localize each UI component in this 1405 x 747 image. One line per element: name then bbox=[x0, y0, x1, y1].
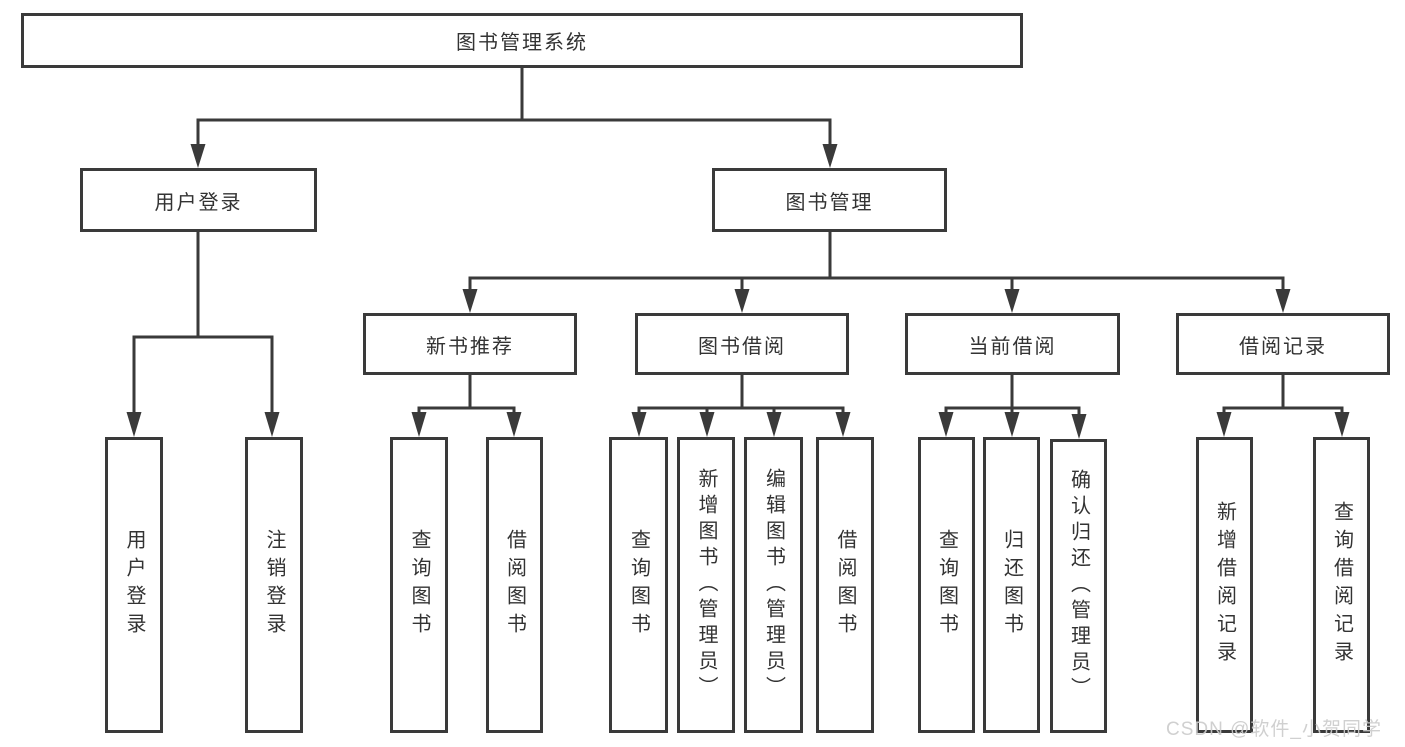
node-book-borrowing: 图书借阅 bbox=[635, 313, 849, 375]
leaf-query-books-recommend-label: 查询图书 bbox=[408, 529, 430, 641]
leaf-edit-books-admin: 编辑图书（管理员） bbox=[744, 437, 803, 733]
leaf-query-borrow-record: 查询借阅记录 bbox=[1313, 437, 1370, 733]
leaf-confirm-return-admin: 确认归还（管理员） bbox=[1050, 439, 1107, 733]
leaf-add-borrow-record-label: 新增借阅记录 bbox=[1213, 501, 1236, 669]
leaf-add-books-admin: 新增图书（管理员） bbox=[677, 437, 735, 733]
node-root-system: 图书管理系统 bbox=[21, 13, 1023, 68]
node-new-book-recommend-label: 新书推荐 bbox=[426, 335, 514, 358]
leaf-borrow-books: 借阅图书 bbox=[816, 437, 874, 733]
leaf-logout-label: 注销登录 bbox=[263, 529, 285, 641]
node-borrowing-records-label: 借阅记录 bbox=[1239, 335, 1327, 358]
leaf-return-books-label: 归还图书 bbox=[1000, 529, 1023, 641]
leaf-query-books-borrowing-label: 查询图书 bbox=[627, 529, 650, 641]
node-borrowing-records: 借阅记录 bbox=[1176, 313, 1390, 375]
node-current-borrowing-label: 当前借阅 bbox=[968, 335, 1057, 358]
node-new-book-recommend: 新书推荐 bbox=[363, 313, 577, 375]
leaf-query-borrow-record-label: 查询借阅记录 bbox=[1330, 501, 1353, 669]
leaf-edit-books-admin-label: 编辑图书（管理员） bbox=[762, 468, 785, 702]
leaf-user-login: 用户登录 bbox=[105, 437, 163, 733]
node-current-borrowing: 当前借阅 bbox=[905, 313, 1120, 375]
node-user-login: 用户登录 bbox=[80, 168, 317, 232]
leaf-logout: 注销登录 bbox=[245, 437, 303, 733]
leaf-query-books-borrowing: 查询图书 bbox=[609, 437, 668, 733]
leaf-user-login-label: 用户登录 bbox=[123, 529, 145, 641]
node-book-management-label: 图书管理 bbox=[785, 191, 874, 214]
node-book-borrowing-label: 图书借阅 bbox=[698, 335, 786, 358]
leaf-confirm-return-admin-label: 确认归还（管理员） bbox=[1067, 469, 1090, 703]
csdn-watermark: CSDN @软件_小贺同学 bbox=[1166, 719, 1382, 740]
leaf-add-borrow-record: 新增借阅记录 bbox=[1196, 437, 1253, 733]
leaf-borrow-books-recommend-label: 借阅图书 bbox=[503, 529, 526, 641]
leaf-add-books-admin-label: 新增图书（管理员） bbox=[695, 468, 717, 702]
node-user-login-label: 用户登录 bbox=[154, 191, 243, 214]
leaf-borrow-books-label: 借阅图书 bbox=[834, 529, 856, 641]
node-book-management: 图书管理 bbox=[712, 168, 947, 232]
leaf-return-books: 归还图书 bbox=[983, 437, 1040, 733]
node-root-system-label: 图书管理系统 bbox=[456, 32, 588, 54]
leaf-borrow-books-recommend: 借阅图书 bbox=[486, 437, 543, 733]
leaf-query-books-recommend: 查询图书 bbox=[390, 437, 448, 733]
leaf-query-books-current: 查询图书 bbox=[918, 437, 975, 733]
leaf-query-books-current-label: 查询图书 bbox=[935, 529, 958, 641]
